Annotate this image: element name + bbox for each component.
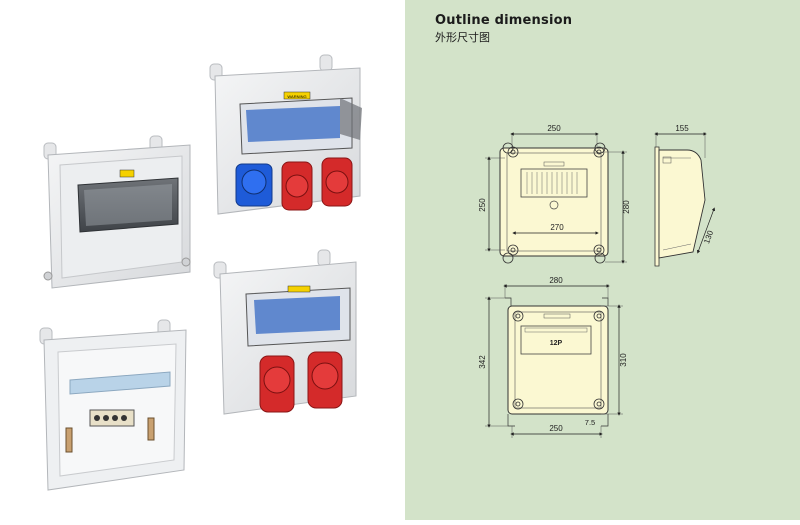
enclosure-open-base — [39, 319, 187, 491]
terminal-block — [89, 409, 135, 427]
page-subtitle: 外形尺寸图 — [435, 31, 490, 44]
dim-inner-width: 270 — [550, 223, 564, 232]
dim-top-width: 250 — [547, 124, 561, 133]
product-photos-panel: WARNING — [39, 54, 362, 491]
module-label: 12P — [550, 340, 563, 347]
red-socket-left — [281, 161, 313, 211]
enclosure-three-sockets: WARNING — [209, 54, 362, 215]
dim-bottom-width-2: 250 — [549, 424, 563, 433]
front-view-12p-drawing: 12P 280 342 310 — [478, 276, 628, 438]
product-photos: WARNING — [39, 54, 362, 491]
dimension-drawings: 250 250 270 280 155 130 — [478, 124, 715, 438]
dim-depth: 155 — [675, 124, 689, 133]
dim-inner-height-2: 310 — [619, 353, 628, 367]
dim-top-width-2: 280 — [549, 276, 563, 285]
dim-outer-height-2: 342 — [478, 355, 487, 369]
outline-dimension-panel: Outline dimension 外形尺寸图 — [405, 0, 800, 520]
enclosure-small-window — [43, 135, 191, 289]
blue-socket — [235, 163, 273, 207]
dim-outer-height: 280 — [622, 200, 631, 214]
red-socket-left — [259, 355, 295, 413]
warning-label: WARNING — [287, 94, 306, 99]
page-title: Outline dimension — [435, 13, 573, 28]
dim-slope: 130 — [702, 229, 715, 245]
dim-side-height: 250 — [478, 198, 487, 212]
side-view-drawing: 155 130 — [654, 124, 715, 267]
dim-mount-offset: 7.5 — [585, 418, 595, 427]
red-socket-right — [321, 157, 353, 207]
front-view-drawing: 250 250 270 280 — [478, 124, 631, 264]
enclosure-two-sockets — [213, 249, 357, 415]
red-socket-right — [307, 351, 343, 409]
